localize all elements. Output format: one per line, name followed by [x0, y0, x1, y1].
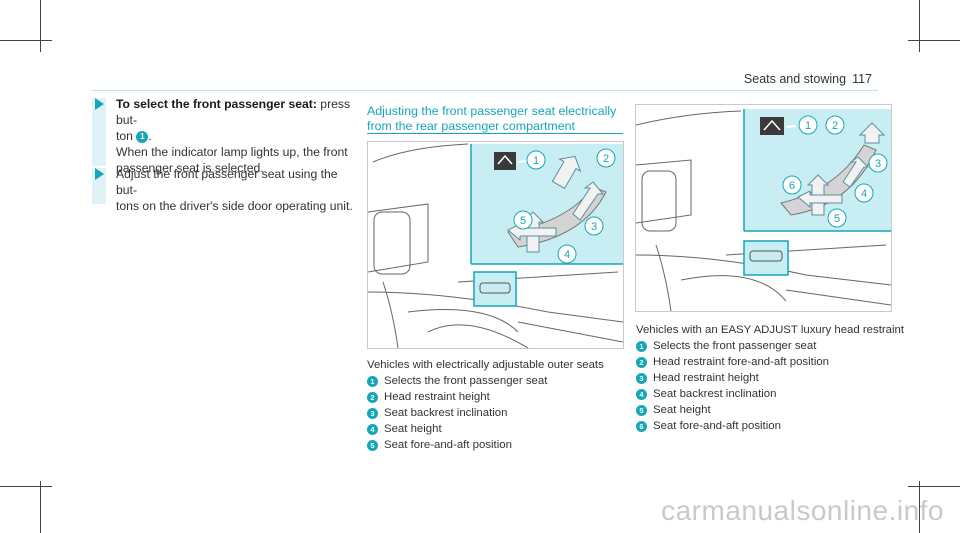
header-rule	[92, 90, 878, 91]
callout-1: 1	[533, 155, 539, 167]
figure-easy-adjust: 1 2 3 4 5 6	[635, 104, 892, 312]
crop-mark	[919, 481, 920, 533]
callout-3: 3	[875, 158, 881, 170]
section-name: Seats and stowing	[743, 72, 847, 86]
callout-1: 1	[805, 120, 811, 132]
callout-number: 1	[136, 131, 149, 143]
crop-mark	[40, 0, 41, 52]
step-arrow-icon	[95, 98, 104, 110]
callout-4: 4	[564, 249, 570, 261]
step-arrow-icon	[95, 168, 104, 180]
section-title: Adjusting the front passenger seat elect…	[367, 104, 617, 133]
page-header: Seats and stowing 117	[744, 72, 872, 86]
crop-mark	[908, 486, 960, 487]
crop-mark	[40, 481, 41, 533]
callout-5: 5	[834, 213, 840, 225]
figure-electric-seats: 1 2 3 4 5	[367, 141, 624, 349]
callout-4: 4	[861, 188, 867, 200]
figure-callouts: 1 2 3 4 5	[513, 148, 616, 264]
car-interior-illustration: 1 2 3 4 5	[368, 143, 623, 348]
callout-2: 2	[603, 153, 609, 165]
figure-callouts: 1 2 3 4 5 6	[782, 115, 888, 228]
car-interior-illustration: 1 2 3 4 5 6	[636, 109, 891, 311]
section-rule	[367, 133, 623, 134]
crop-mark	[0, 486, 52, 487]
step-adjust-seat: Adjust the front passenger seat using th…	[116, 167, 353, 213]
callout-3: 3	[591, 221, 597, 233]
callout-5: 5	[520, 215, 526, 227]
crop-mark	[0, 40, 52, 41]
watermark: carmanualsonline.info	[661, 495, 944, 526]
figure-caption: Vehicles with an EASY ADJUST luxury head…	[636, 324, 905, 336]
step-sidebar	[92, 98, 106, 166]
callout-2: 2	[832, 120, 838, 132]
step-select-seat: To select the front passenger seat: pres…	[116, 97, 351, 175]
page-number: 117	[852, 72, 872, 86]
crop-mark	[919, 0, 920, 52]
step-title: To select the front passenger seat:	[116, 97, 317, 111]
figure-caption: Vehicles with electrically adjustable ou…	[367, 359, 604, 371]
crop-mark	[908, 40, 960, 41]
callout-6: 6	[789, 180, 795, 192]
